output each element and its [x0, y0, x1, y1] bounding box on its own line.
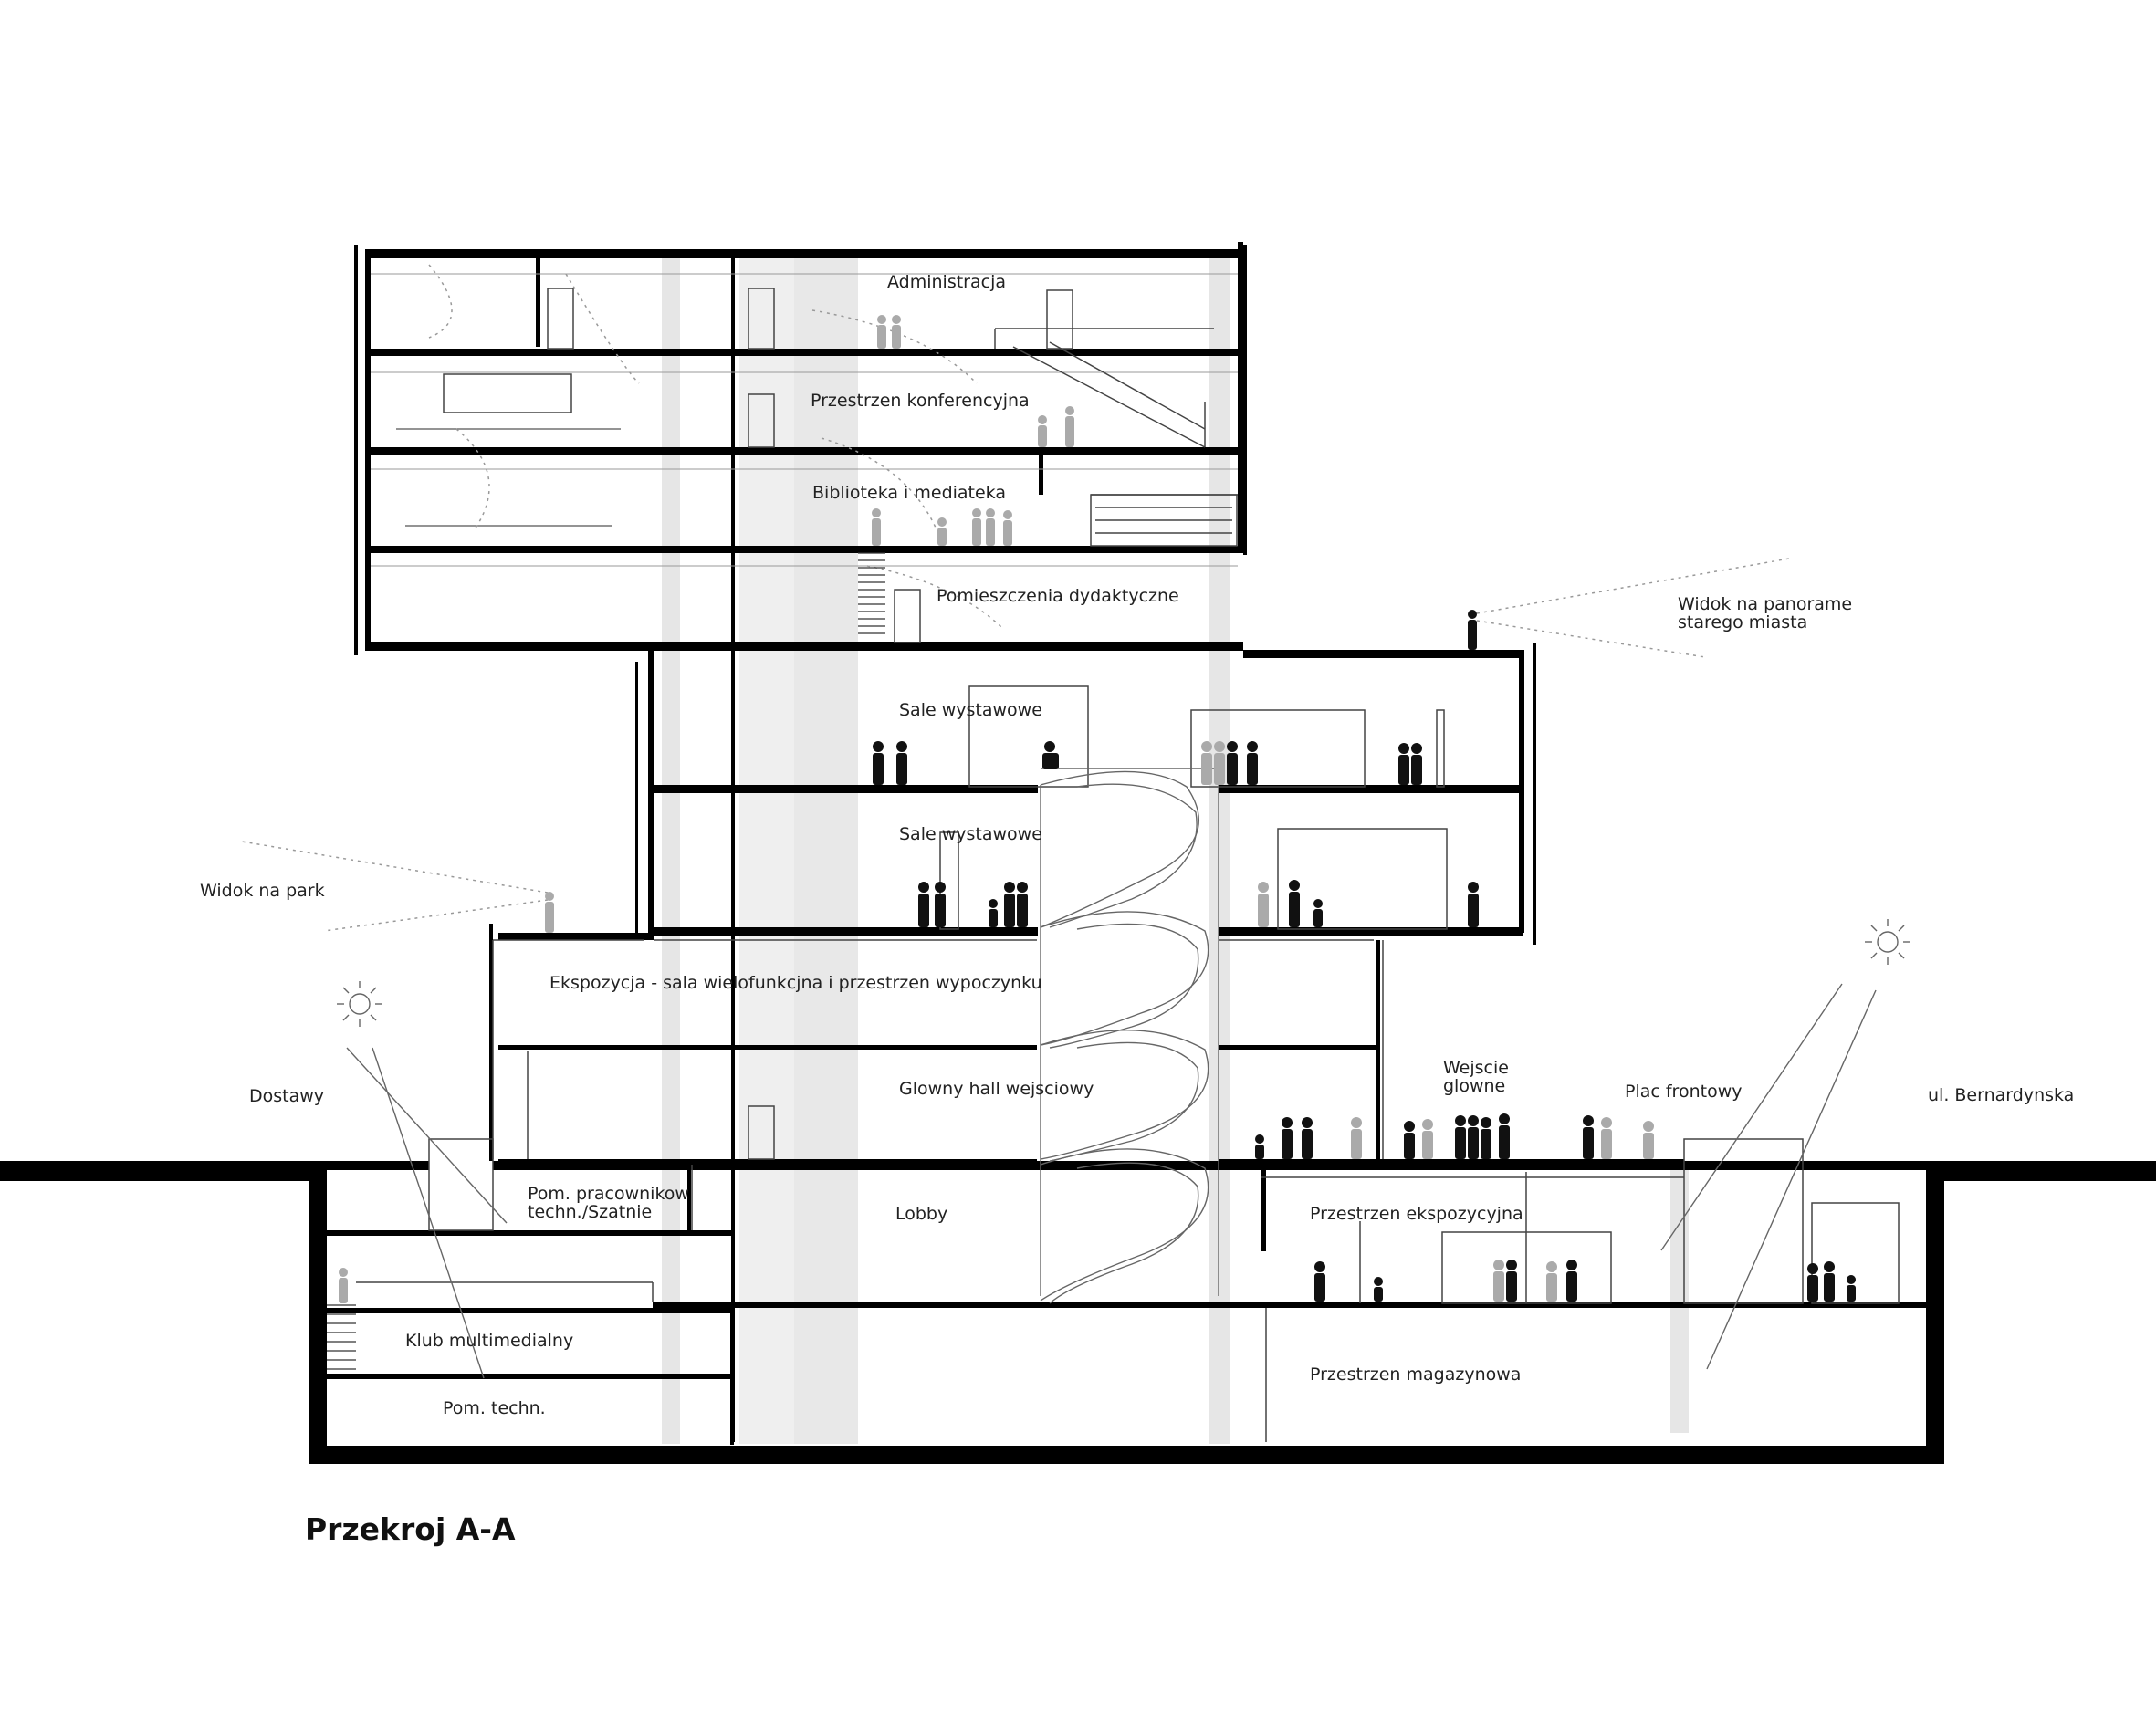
person-icon — [1351, 1117, 1362, 1159]
label-dostawy: Dostawy — [249, 1086, 324, 1106]
label-dydaktyczne: Pomieszczenia dydaktyczne — [937, 586, 1179, 606]
person-icon — [1847, 1275, 1856, 1302]
exterior-labels: Widok na panorame starego miasta Widok n… — [200, 594, 2074, 1106]
label-wejscie-1: Wejscie — [1443, 1058, 1509, 1078]
person-icon — [1003, 510, 1012, 546]
person-icon — [1302, 1117, 1313, 1159]
person-icon — [1411, 743, 1422, 785]
interior-lines — [356, 273, 1900, 1442]
label-wejscie-2: glowne — [1443, 1076, 1505, 1096]
person-icon — [1643, 1121, 1654, 1159]
person-icon — [1255, 1134, 1264, 1159]
person-icon — [989, 899, 998, 927]
person-icon — [877, 315, 886, 349]
person-icon — [1227, 741, 1238, 785]
person-icon — [1824, 1261, 1835, 1302]
shafts — [662, 257, 1689, 1444]
person-icon — [896, 741, 907, 785]
room-labels: Administracja Przestrzen konferencyjna B… — [405, 272, 1523, 1418]
person-icon — [918, 882, 929, 927]
ground-line — [0, 1161, 2156, 1464]
person-icon — [1468, 882, 1479, 927]
label-pracownikow-1: Pom. pracownikow — [528, 1184, 689, 1204]
label-magazynowa: Przestrzen magazynowa — [1310, 1364, 1521, 1385]
view-lines — [241, 558, 1790, 932]
floor-slabs — [327, 249, 1926, 1379]
person-icon — [1493, 1260, 1504, 1302]
label-lobby: Lobby — [895, 1204, 947, 1224]
circulation-dashes — [428, 264, 1005, 631]
person-icon — [892, 315, 901, 349]
person-icon — [935, 882, 946, 927]
sun-icon — [1865, 919, 1910, 965]
label-administracja: Administracja — [887, 272, 1006, 292]
person-icon — [1038, 415, 1047, 447]
drawing-title: Przekroj A-A — [305, 1511, 516, 1547]
person-icon — [1455, 1115, 1466, 1159]
label-ekspozycja: Ekspozycja - sala wielofunkcjna i przest… — [549, 973, 1042, 993]
person-icon — [1313, 899, 1323, 927]
person-icon — [1004, 882, 1015, 927]
person-icon — [1289, 880, 1300, 927]
person-icon — [1566, 1260, 1577, 1302]
person-icon — [1404, 1121, 1415, 1159]
label-sale-1: Sale wystawowe — [899, 700, 1042, 720]
person-icon — [1314, 1261, 1325, 1302]
person-icon — [873, 741, 884, 785]
spiral-ramp — [1040, 768, 1219, 1304]
person-icon — [1201, 741, 1212, 785]
label-ekspozycyjna: Przestrzen ekspozycyjna — [1310, 1204, 1523, 1224]
person-icon — [1017, 882, 1028, 927]
person-icon — [1546, 1261, 1557, 1302]
label-ulica: ul. Bernardynska — [1928, 1085, 2074, 1105]
label-plac: Plac frontowy — [1625, 1082, 1742, 1102]
person-icon — [1422, 1119, 1433, 1159]
person-icon — [1214, 741, 1225, 785]
sun-icon — [337, 981, 382, 1027]
person-icon — [1282, 1117, 1293, 1159]
person-icon — [1499, 1113, 1510, 1159]
people-silhouettes — [339, 315, 1856, 1303]
label-techn: Pom. techn. — [443, 1398, 546, 1418]
person-icon — [1601, 1117, 1612, 1159]
person-icon — [937, 518, 947, 546]
walls — [327, 242, 1536, 1445]
label-klub: Klub multimedialny — [405, 1331, 573, 1351]
label-pracownikow-2: techn./Szatnie — [528, 1202, 652, 1222]
person-icon — [1258, 882, 1269, 927]
person-icon — [1468, 1115, 1479, 1159]
label-hall: Glowny hall wejsciowy — [899, 1079, 1094, 1099]
sun-ray-arrows — [346, 983, 1877, 1379]
person-icon — [1247, 741, 1258, 785]
label-widok-panorama-2: starego miasta — [1678, 612, 1807, 632]
label-konferencyjna: Przestrzen konferencyjna — [811, 391, 1030, 411]
label-sale-2: Sale wystawowe — [899, 824, 1042, 844]
label-widok-park: Widok na park — [200, 881, 325, 901]
interior-stairs — [327, 552, 885, 1370]
person-icon — [1481, 1117, 1491, 1159]
person-icon — [872, 508, 881, 546]
person-icon — [1583, 1115, 1594, 1159]
person-icon — [1807, 1263, 1818, 1302]
label-widok-panorama-1: Widok na panorame — [1678, 594, 1852, 614]
person-icon — [1065, 406, 1074, 447]
person-icon — [1374, 1277, 1383, 1302]
person-icon — [986, 508, 995, 546]
person-icon — [1398, 743, 1409, 785]
person-icon — [1506, 1260, 1517, 1302]
furniture — [396, 428, 621, 527]
person-icon — [1468, 610, 1477, 650]
person-icon — [545, 892, 554, 933]
label-biblioteka: Biblioteka i mediateka — [812, 483, 1006, 503]
person-icon — [1042, 741, 1059, 769]
person-icon — [972, 508, 981, 546]
person-icon — [339, 1268, 348, 1303]
